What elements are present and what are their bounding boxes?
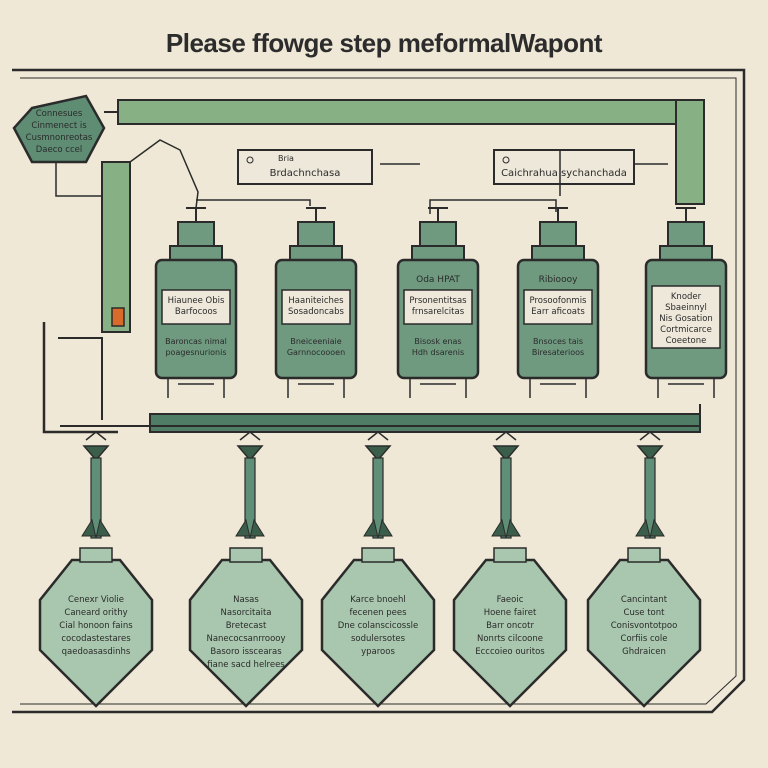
bottle-sub-text: Bneiceeniaie bbox=[290, 337, 341, 346]
shield-text: cocodastestares bbox=[61, 634, 131, 644]
hexagon-text: Daeco ccel bbox=[36, 145, 83, 155]
header-box: Caichrahua sychanchada bbox=[493, 149, 635, 185]
header-box-text: Brdachnchasa bbox=[270, 168, 341, 179]
bottle-sub-text: Baroncas nimal bbox=[165, 337, 227, 346]
shield-text: Nanecocsanrroooy bbox=[206, 634, 285, 644]
hexagon-text: Cusmnonreotas bbox=[26, 133, 93, 143]
shield-text: Faeoic bbox=[497, 595, 524, 605]
bottle-label-text: Earr aficoats bbox=[531, 307, 585, 317]
shield-text: Ghdraicen bbox=[622, 647, 666, 657]
down-arrow-3 bbox=[363, 431, 393, 539]
header-box-text: Caichrahua sychanchada bbox=[501, 168, 627, 179]
bottle-sub-text: Bisosk enas bbox=[414, 337, 461, 346]
hexagon-text: Cinmenect is bbox=[31, 121, 87, 131]
bottle-label-text: frnsarelcitas bbox=[412, 307, 465, 317]
down-arrow-2 bbox=[235, 431, 265, 539]
down-arrow-4 bbox=[491, 431, 521, 539]
shield-text: fiane sacd helrees bbox=[207, 660, 285, 670]
shield-text: Cial honoon fains bbox=[59, 621, 133, 631]
connectors bbox=[55, 139, 668, 214]
shield-text: Nasorcitaita bbox=[221, 608, 272, 618]
bottle-label-text: Haaniteiches bbox=[288, 296, 344, 306]
header-box-tag: Bria bbox=[278, 154, 294, 163]
bottle-label-text: Coeetone bbox=[666, 336, 707, 346]
bottle-label-text: Prsonentitsas bbox=[409, 296, 467, 306]
shield-text: Nonrts cilcoone bbox=[477, 634, 543, 644]
top-pipe bbox=[117, 99, 705, 205]
shield-text: yparoos bbox=[361, 647, 395, 657]
shield-text: Caneard orithy bbox=[64, 608, 127, 618]
valve-indicator bbox=[111, 307, 125, 327]
arrow-row bbox=[81, 431, 665, 539]
bottle-3: Oda HPAT PrsonentitsasfrnsarelcitasBisosk… bbox=[396, 207, 480, 398]
shield-text: Ecccoieo ouritos bbox=[475, 647, 545, 657]
shield-text: Karce bnoehl bbox=[350, 595, 406, 605]
diagram-title: Please ffowge step meformalWapont bbox=[165, 28, 603, 58]
shield-text: Cancintant bbox=[621, 595, 668, 605]
shield-text: Dne colanscicossle bbox=[338, 621, 418, 631]
left-pipe bbox=[42, 161, 131, 434]
bottle-label-text: Nis Gosation bbox=[659, 314, 713, 324]
bottle-label-text: Sbaeinnyl bbox=[665, 303, 707, 313]
bottle-sub-text: Biresaterioos bbox=[532, 348, 584, 357]
shield-text: Nasas bbox=[233, 595, 259, 605]
shield-2: NasasNasorcitaitaBretecastNanecocsanrroo… bbox=[188, 547, 304, 708]
bottle-label-text: Knoder bbox=[671, 292, 702, 302]
bottle-2: HaaniteichesSosadoncabsBneiceeniaieGarnn… bbox=[274, 207, 358, 398]
header-pipe bbox=[60, 404, 701, 433]
bottle-label-text: Sosadoncabs bbox=[288, 307, 344, 317]
bottle-sub-text: Garnnocoooen bbox=[287, 348, 345, 357]
shield-text: fecenen pees bbox=[349, 608, 407, 618]
bottle-sub-text: Bnsoces tais bbox=[533, 337, 583, 346]
shield-text: Barr oncotr bbox=[486, 621, 534, 631]
bottle-label-text: Cortmicarce bbox=[660, 325, 712, 335]
bottle-label-text: Prosoofonmis bbox=[530, 296, 588, 306]
down-arrow-1 bbox=[81, 431, 111, 539]
shield-text: Corfiis cole bbox=[621, 634, 668, 644]
shield-text: sodulersotes bbox=[351, 634, 406, 644]
down-arrow-5 bbox=[635, 431, 665, 539]
shield-text: qaedoasasdinhs bbox=[62, 647, 131, 657]
shield-text: Hoene fairet bbox=[484, 608, 537, 618]
bottle-label-text: Hiaunee Obis bbox=[168, 296, 225, 306]
hexagon-text: Connesues bbox=[36, 109, 83, 119]
bottle-top-label: Oda HPAT bbox=[416, 275, 460, 285]
shield-text: Bretecast bbox=[226, 621, 267, 631]
bottle-sub-text: Hdh dsarenis bbox=[412, 348, 464, 357]
bottle-top-label: Ribioooy bbox=[539, 275, 578, 285]
shield-text: Basoro isscearas bbox=[210, 647, 282, 657]
bottle-sub-text: poagesnurionis bbox=[165, 348, 226, 357]
outer-frame bbox=[12, 68, 746, 714]
bottle-label-text: Barfocoos bbox=[175, 307, 218, 317]
shield-text: Cenexr Violie bbox=[68, 595, 124, 605]
shield-text: Cuse tont bbox=[624, 608, 666, 618]
shield-text: Conisvontotpoo bbox=[611, 621, 678, 631]
